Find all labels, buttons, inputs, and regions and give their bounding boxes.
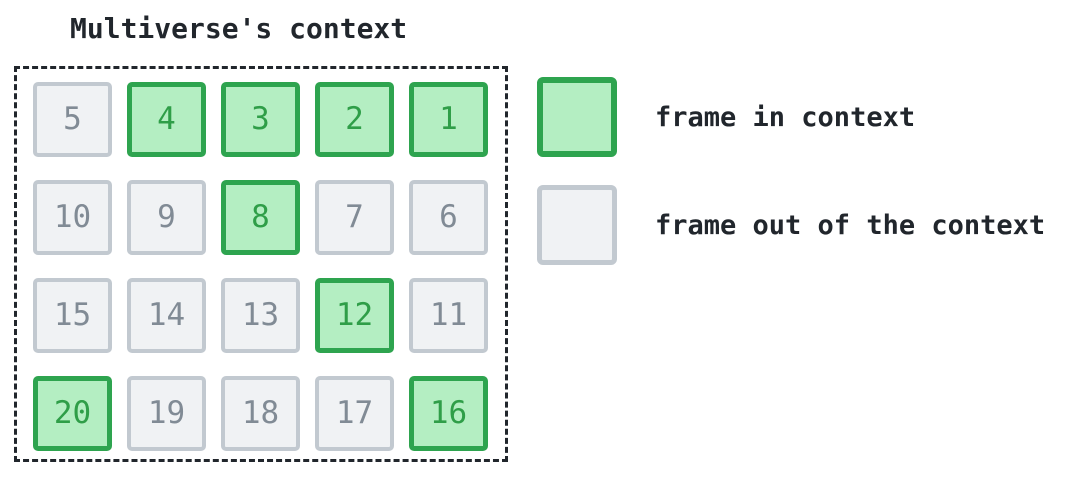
legend-item-in-context: frame in context — [537, 77, 1045, 157]
context-boundary: 5 4 3 2 1 10 9 8 7 6 15 14 13 12 11 20 1… — [14, 66, 508, 462]
out-of-context-swatch — [537, 185, 617, 265]
legend: frame in context frame out of the contex… — [537, 77, 1045, 265]
frame-cell: 14 — [127, 278, 206, 353]
legend-item-out-of-context: frame out of the context — [537, 185, 1045, 265]
frame-cell: 7 — [315, 180, 394, 255]
frame-cell: 20 — [33, 376, 112, 451]
in-context-swatch — [537, 77, 617, 157]
frame-cell: 16 — [409, 376, 488, 451]
frame-cell: 3 — [221, 82, 300, 157]
diagram-title: Multiverse's context — [70, 12, 408, 45]
legend-label-out-of-context: frame out of the context — [655, 209, 1046, 241]
legend-label-in-context: frame in context — [655, 101, 916, 133]
frame-cell: 5 — [33, 82, 112, 157]
frame-cell: 17 — [315, 376, 394, 451]
frame-cell: 13 — [221, 278, 300, 353]
frame-cell: 18 — [221, 376, 300, 451]
frame-cell: 15 — [33, 278, 112, 353]
frames-grid: 5 4 3 2 1 10 9 8 7 6 15 14 13 12 11 20 1… — [33, 82, 488, 451]
frame-cell: 2 — [315, 82, 394, 157]
frame-cell: 9 — [127, 180, 206, 255]
frame-cell: 12 — [315, 278, 394, 353]
frame-cell: 1 — [409, 82, 488, 157]
frame-cell: 19 — [127, 376, 206, 451]
frame-cell: 6 — [409, 180, 488, 255]
frame-cell: 8 — [221, 180, 300, 255]
frame-cell: 10 — [33, 180, 112, 255]
frame-cell: 4 — [127, 82, 206, 157]
frame-cell: 11 — [409, 278, 488, 353]
